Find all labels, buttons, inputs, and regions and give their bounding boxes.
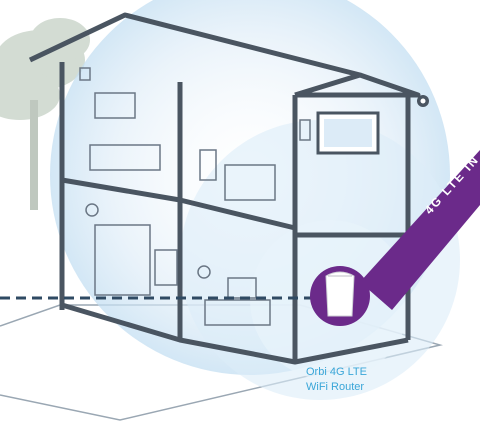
router-caption-line2: WiFi Router bbox=[306, 381, 365, 393]
orbi-router bbox=[310, 266, 370, 326]
wall-picture bbox=[94, 92, 136, 119]
tv bbox=[316, 111, 380, 155]
bed bbox=[89, 144, 161, 171]
house bbox=[28, 12, 421, 365]
router-caption-line1: Orbi 4G LTE bbox=[306, 366, 367, 378]
camera bbox=[417, 95, 429, 107]
speaker bbox=[199, 149, 217, 181]
wall-dial bbox=[197, 265, 211, 279]
router-caption: Orbi 4G LTE WiFi Router bbox=[306, 365, 406, 395]
counter bbox=[154, 249, 178, 286]
fridge bbox=[94, 224, 151, 296]
wall-speaker-left bbox=[79, 67, 91, 81]
thermostat bbox=[85, 203, 99, 217]
tv-stand bbox=[204, 299, 271, 326]
sofa bbox=[224, 164, 276, 201]
wall-speaker-right bbox=[299, 119, 311, 141]
furniture bbox=[79, 67, 311, 326]
